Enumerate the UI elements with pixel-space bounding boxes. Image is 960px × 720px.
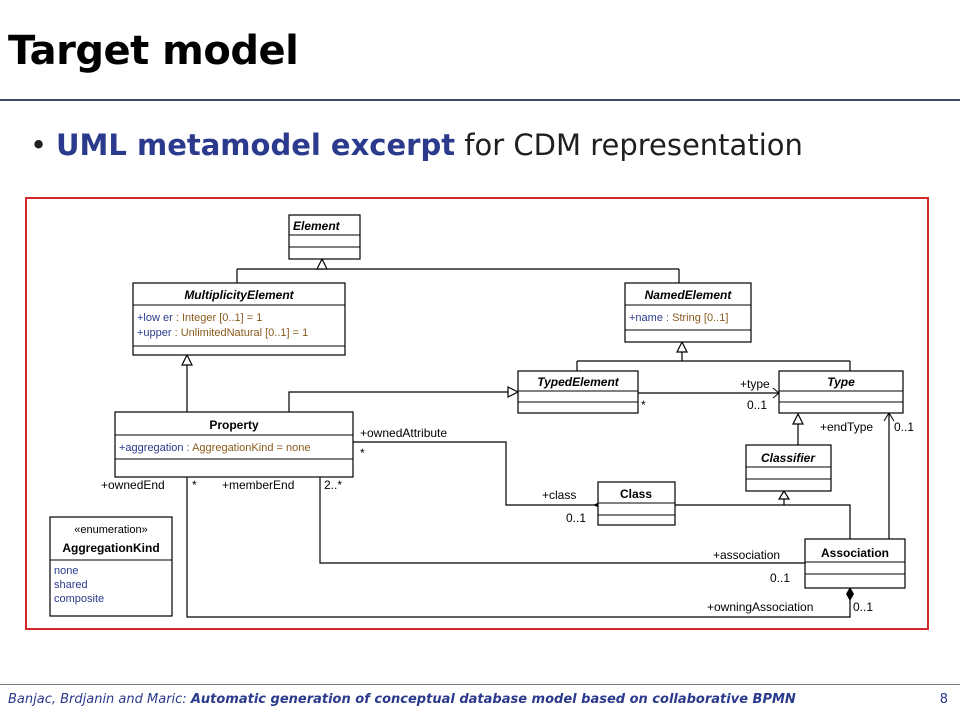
- aggregation-attribute: +aggregation : AggregationKind = none: [119, 442, 310, 454]
- bullet-text: for CDM representation: [455, 128, 803, 162]
- association-role-label: +association: [713, 548, 780, 562]
- owned-attribute-mult: *: [360, 446, 365, 460]
- footer-citation: Banjac, Brdjanin and Maric: Automatic ge…: [8, 692, 796, 707]
- owning-association-label: +owningAssociation: [707, 600, 813, 614]
- title-divider: [0, 99, 960, 101]
- association-labels: +ownedAttribute * +type * 0..1 +endType …: [101, 377, 914, 614]
- multiplicity-element-name: MultiplicityElement: [184, 288, 294, 302]
- lower-attribute: +low er : Integer [0..1] = 1: [137, 312, 262, 324]
- type-name: Type: [827, 375, 855, 389]
- type-mult: 0..1: [747, 398, 767, 412]
- class-mult: 0..1: [566, 511, 586, 525]
- footer-divider: [0, 684, 960, 685]
- enum-literal: shared: [54, 579, 88, 591]
- bullet-point: •UML metamodel excerpt for CDM represent…: [30, 128, 803, 162]
- bullet-dot: •: [30, 128, 48, 162]
- typed-mult: *: [641, 398, 646, 412]
- end-type-mult: 0..1: [894, 420, 914, 434]
- class-type: Type: [778, 370, 904, 414]
- connector-lines: [186, 259, 890, 618]
- enum-stereotype: «enumeration»: [74, 524, 147, 536]
- enum-name: AggregationKind: [62, 541, 159, 555]
- footer-authors: Banjac, Brdjanin and Maric:: [8, 692, 191, 707]
- owned-end-label: +ownedEnd: [101, 478, 165, 492]
- owned-end-mult: *: [192, 478, 197, 492]
- member-end-mult: 2..*: [324, 478, 342, 492]
- classifier-name: Classifier: [761, 451, 816, 465]
- member-end-label: +memberEnd: [222, 478, 294, 492]
- typed-element-name: TypedElement: [537, 375, 620, 389]
- generalization-arrowheads: [181, 257, 804, 500]
- owned-attribute-label: +ownedAttribute: [360, 426, 447, 440]
- element-name: Element: [293, 219, 341, 233]
- association-name: Association: [821, 546, 889, 560]
- class-property: Property +aggregation : AggregationKind …: [114, 411, 354, 478]
- class-class: Class: [597, 481, 676, 526]
- uml-diagram: Element MultiplicityElement +low er : In…: [49, 214, 914, 618]
- class-name: Class: [620, 487, 652, 501]
- class-classifier: Classifier: [745, 444, 832, 492]
- page-number: 8: [939, 692, 948, 707]
- class-element: Element: [288, 214, 361, 260]
- class-named-element: NamedElement +name : String [0..1]: [624, 282, 752, 343]
- class-role-label: +class: [542, 488, 576, 502]
- name-attribute: +name : String [0..1]: [629, 312, 728, 324]
- property-name: Property: [209, 418, 259, 432]
- slide-title: Target model: [8, 28, 299, 74]
- footer-paper-title: Automatic generation of conceptual datab…: [190, 692, 796, 707]
- owning-association-mult: 0..1: [853, 600, 873, 614]
- bullet-emphasis: UML metamodel excerpt: [56, 128, 456, 162]
- named-element-name: NamedElement: [645, 288, 733, 302]
- type-role-label: +type: [740, 377, 770, 391]
- class-association: Association: [804, 538, 906, 589]
- association-mult: 0..1: [770, 571, 790, 585]
- enum-aggregation-kind: «enumeration» AggregationKind none share…: [49, 516, 173, 617]
- upper-attribute: +upper : UnlimitedNatural [0..1] = 1: [137, 327, 308, 339]
- class-typed-element: TypedElement: [517, 370, 639, 414]
- class-multiplicity-element: MultiplicityElement +low er : Integer [0…: [132, 282, 346, 356]
- end-type-label: +endType: [820, 420, 873, 434]
- enum-literal: none: [54, 565, 78, 577]
- enum-literal: composite: [54, 593, 104, 605]
- diagram-frame: [25, 197, 929, 630]
